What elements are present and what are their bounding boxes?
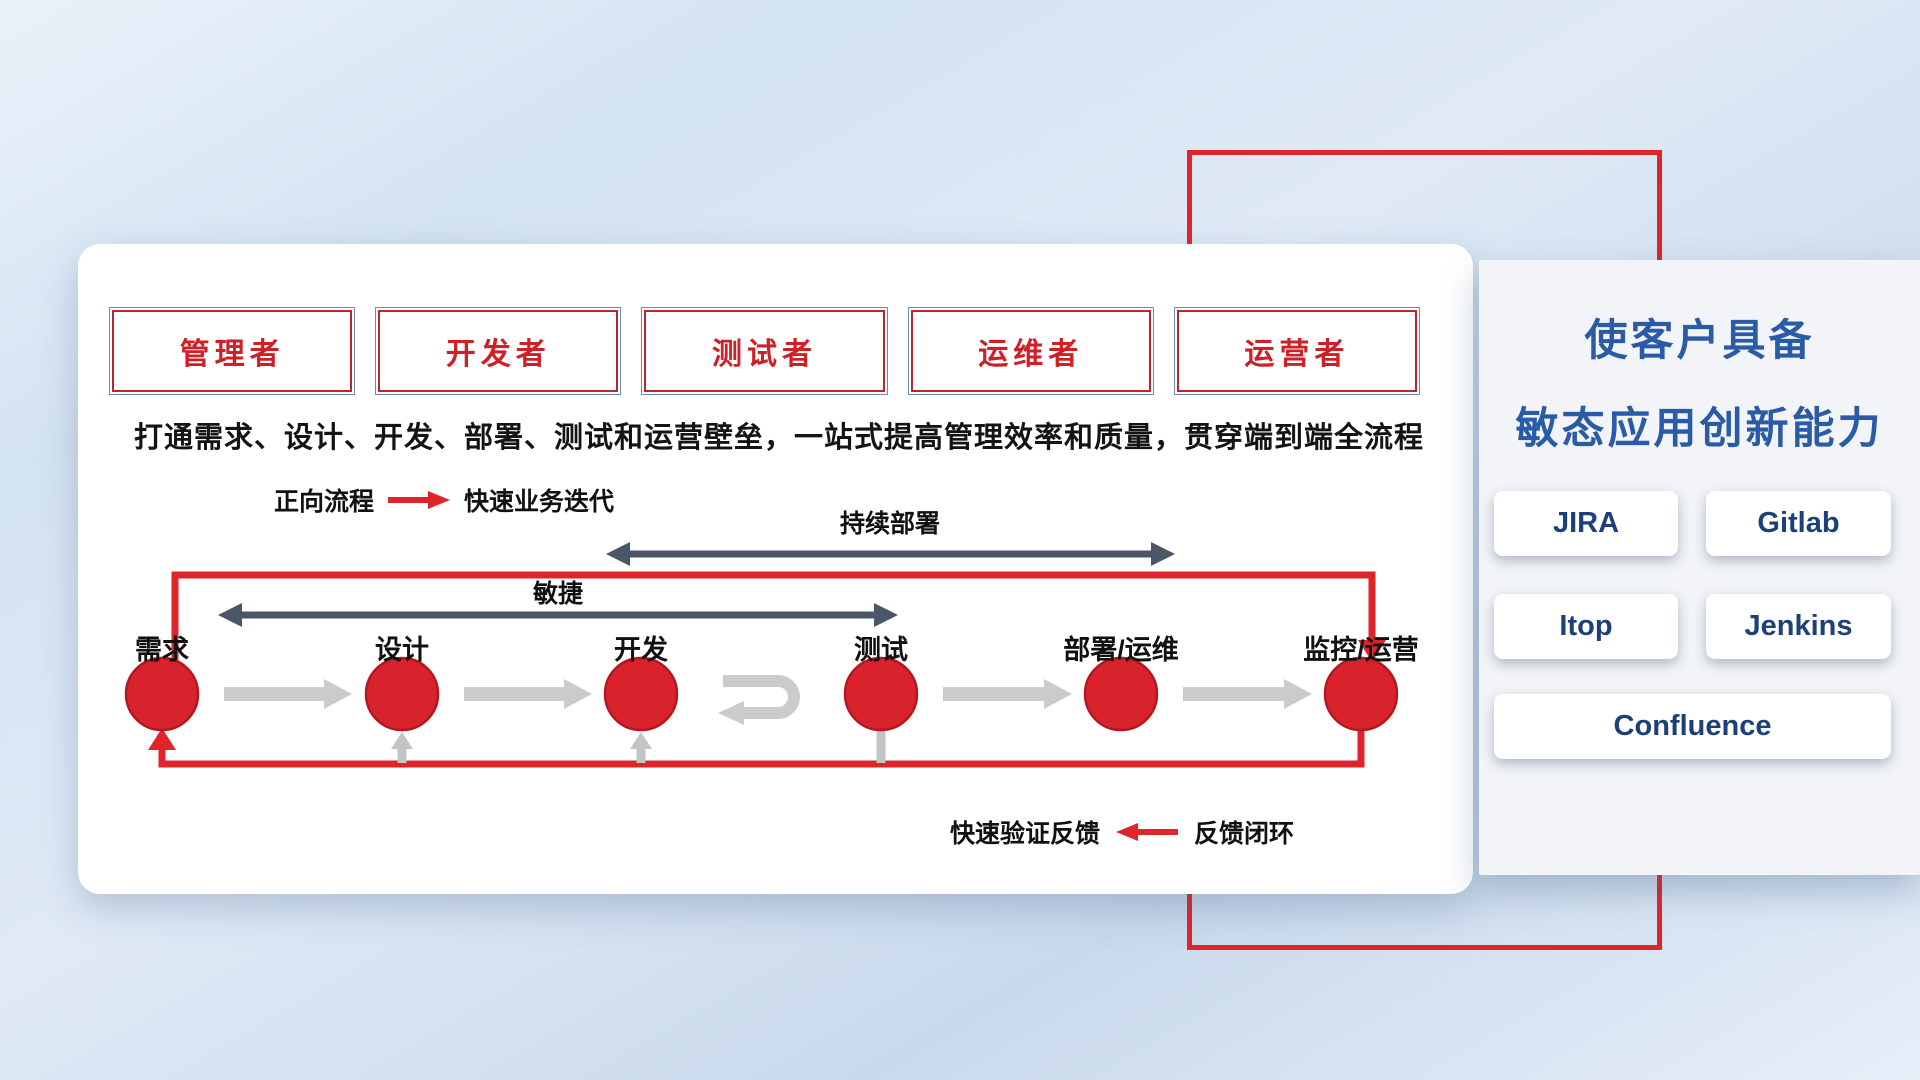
role-box-developer: 开发者 <box>375 307 622 395</box>
stage-arrow-icon <box>464 679 592 709</box>
develop-feedback-tap-arrowhead-icon <box>630 732 652 749</box>
continuous-deploy-arrowhead-left-icon <box>606 542 630 566</box>
role-box-operator: 运营者 <box>1173 307 1421 395</box>
stage-label-deploy-ops: 部署/运维 <box>1063 635 1179 665</box>
capability-panel: 使客户具备 敏态应用创新能力 JIRA Gitlab Itop Jenkins … <box>1479 260 1920 875</box>
iteration-loop-arrowhead-icon <box>718 701 744 725</box>
stage-label-develop: 开发 <box>614 635 668 665</box>
tool-badge-jira: JIRA <box>1494 491 1678 556</box>
legend-feedback-name: 反馈闭环 <box>1194 820 1295 848</box>
role-label: 运维者 <box>978 338 1084 371</box>
role-box-tester: 测试者 <box>641 307 888 395</box>
stage-circle-design <box>364 656 440 732</box>
forward-arrow-icon <box>388 491 451 509</box>
stage-label-design: 设计 <box>375 635 429 665</box>
agile-arrowhead-left-icon <box>218 603 242 627</box>
legend-forward-desc: 快速业务迭代 <box>464 488 615 516</box>
stage-label-test: 测试 <box>854 635 908 665</box>
panel-title-line2: 敏态应用创新能力 <box>1515 405 1884 453</box>
legend-forward-name: 正向流程 <box>274 488 375 516</box>
tool-badge-confluence: Confluence <box>1494 694 1891 759</box>
stage-circle-requirements <box>124 656 200 732</box>
legend-feedback-desc: 快速验证反馈 <box>950 820 1101 848</box>
role-box-ops: 运维者 <box>907 307 1154 395</box>
role-label: 管理者 <box>179 338 285 371</box>
stage-arrow-icon <box>224 679 352 709</box>
tool-badge-jenkins: Jenkins <box>1706 594 1891 659</box>
stage-circle-deploy-ops <box>1083 656 1159 732</box>
stage-circle-monitor-operate <box>1323 656 1399 732</box>
stage-circle-test <box>843 656 919 732</box>
continuous-deploy-label: 持续部署 <box>839 510 941 538</box>
stage-label-requirements: 需求 <box>135 635 189 665</box>
panel-title-line1: 使客户具备 <box>1584 317 1815 365</box>
card-subtitle: 打通需求、设计、开发、部署、测试和运营壁垒，一站式提高管理效率和质量，贯穿端到端… <box>134 422 1425 454</box>
feedback-flow-arrowhead-icon <box>148 728 176 750</box>
feedback-arrow-icon <box>1116 823 1179 841</box>
design-feedback-tap-arrowhead-icon <box>391 732 413 749</box>
stage-circle-develop <box>603 656 679 732</box>
continuous-deploy-arrowhead-right-icon <box>1151 542 1175 566</box>
agile-arrowhead-right-icon <box>874 603 898 627</box>
forward-flow-arrowhead-icon <box>1358 640 1386 662</box>
stage-arrow-icon <box>943 679 1072 709</box>
forward-flow-line <box>171 571 1376 662</box>
stage-label-monitor-operate: 监控/运营 <box>1303 635 1419 665</box>
legend-feedback: 快速验证反馈 反馈闭环 <box>950 814 1294 850</box>
role-label: 测试者 <box>712 338 817 371</box>
role-label: 运营者 <box>1244 338 1350 371</box>
iteration-loop-icon <box>723 675 800 719</box>
flow-diagram-canvas <box>124 542 1399 768</box>
agile-label: 敏捷 <box>532 580 584 608</box>
legend-forward: 正向流程 快速业务迭代 <box>274 482 614 518</box>
tool-badge-itop: Itop <box>1494 594 1678 659</box>
role-label: 开发者 <box>445 338 551 371</box>
devops-flow-card: 管理者 开发者 测试者 运维者 运营者 打通需求、设计、开发、部署、测试和运营壁… <box>78 244 1473 894</box>
feedback-flow-line <box>158 731 1365 768</box>
tools-grid: JIRA Gitlab Itop Jenkins Confluence <box>1494 491 1906 761</box>
tool-badge-gitlab: Gitlab <box>1706 491 1891 556</box>
stage-arrow-icon <box>1183 679 1312 709</box>
role-boxes-row: 管理者 开发者 测试者 运维者 运营者 <box>108 307 1421 395</box>
role-box-manager: 管理者 <box>108 307 356 395</box>
